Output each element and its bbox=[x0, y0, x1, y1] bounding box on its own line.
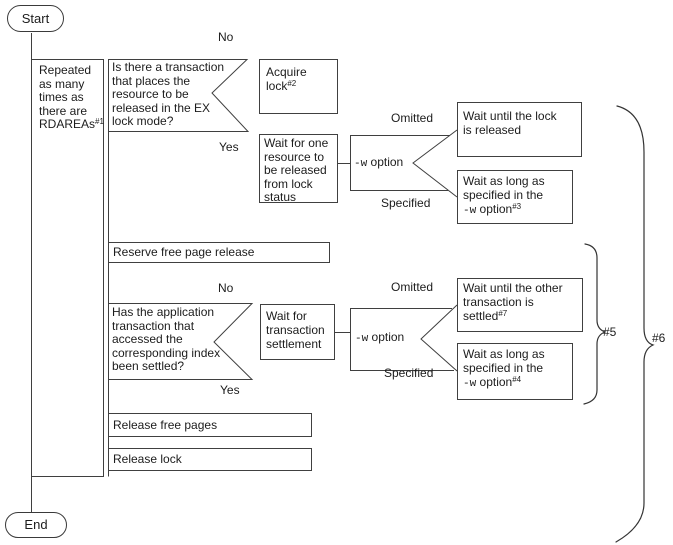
decision-ex-lock-shape bbox=[108, 59, 250, 132]
b3-pre: Wait until the other transaction is sett… bbox=[463, 281, 563, 323]
fork1-w-option-label: -w option bbox=[354, 156, 403, 171]
b4-pre: Wait as long as specified in the bbox=[463, 347, 545, 375]
branch1-specified-label: Specified bbox=[381, 196, 431, 210]
loop-annotation-text: Repeated as many times as there are RDAR… bbox=[39, 63, 96, 131]
release-free-pages-box: Release free pages bbox=[108, 413, 312, 437]
decision-index-settled-shape bbox=[108, 303, 254, 380]
decision-index-settled-question: Has the application transaction that acc… bbox=[112, 305, 221, 373]
fork1-w-option-shape bbox=[350, 129, 458, 198]
fork2-text: option bbox=[368, 330, 405, 344]
wait-as-specified-w3-box: Wait as long as specified in the -w opti… bbox=[457, 170, 573, 224]
acquire-lock-sup: #2 bbox=[287, 78, 297, 88]
start-terminator: Start bbox=[7, 5, 64, 32]
fork2-w-option-shape bbox=[350, 304, 458, 372]
wait-other-transaction-settled-box: Wait until the other transaction is sett… bbox=[457, 278, 583, 332]
loop-annotation: Repeated as many times as there are RDAR… bbox=[39, 63, 105, 133]
branch1-no-label: No bbox=[218, 30, 234, 44]
b4-post: option bbox=[476, 375, 513, 389]
fork2-mono: -w bbox=[355, 333, 369, 345]
branch2-specified-label: Specified bbox=[384, 366, 434, 380]
loop-bracket-rect bbox=[31, 59, 104, 477]
end-terminator: End bbox=[5, 512, 67, 538]
wait-transaction-settlement-box: Wait for transaction settlement bbox=[260, 304, 335, 360]
wait-resource-release-box: Wait for one resource to be released fro… bbox=[259, 134, 338, 204]
brace-note5 bbox=[583, 243, 607, 405]
b4-mono: -w bbox=[463, 378, 477, 390]
branch2-yes-label: Yes bbox=[220, 383, 240, 397]
b3-sup: #7 bbox=[498, 309, 508, 318]
b2-pre: Wait as long as specified in the bbox=[463, 174, 545, 202]
branch1-omitted-label: Omitted bbox=[391, 111, 434, 125]
loop-annotation-sup: #1 bbox=[95, 117, 104, 126]
decision-ex-lock-question: Is there a transaction that places the r… bbox=[112, 60, 225, 128]
fork2-w-option-label: -w option bbox=[355, 331, 404, 346]
b4-sup: #4 bbox=[512, 375, 522, 384]
branch1-yes-label: Yes bbox=[219, 140, 239, 154]
wait-as-specified-w4-box: Wait as long as specified in the -w opti… bbox=[457, 343, 573, 400]
b2-sup: #3 bbox=[512, 202, 522, 211]
wait-until-lock-released-box: Wait until the lock is released bbox=[457, 102, 582, 157]
branch2-no-label: No bbox=[218, 281, 234, 295]
brace-note6 bbox=[615, 105, 655, 543]
b2-mono: -w bbox=[463, 205, 477, 217]
acquire-lock-text: Acquire lock bbox=[266, 65, 307, 93]
note6-label: #6 bbox=[652, 331, 666, 345]
fork1-text: option bbox=[367, 155, 404, 169]
note5-label: #5 bbox=[603, 325, 617, 339]
fork1-mono: -w bbox=[354, 158, 368, 170]
release-lock-box: Release lock bbox=[108, 448, 312, 471]
acquire-lock-box: Acquire lock#2 bbox=[259, 59, 338, 114]
reserve-free-page-release-box: Reserve free page release bbox=[108, 242, 330, 263]
b2-post: option bbox=[476, 202, 513, 216]
branch2-omitted-label: Omitted bbox=[391, 280, 434, 294]
